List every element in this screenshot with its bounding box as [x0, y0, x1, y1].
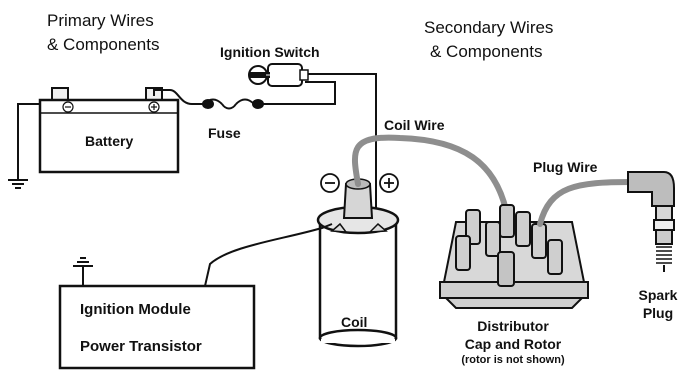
primary-wire-coil-to-module — [204, 223, 333, 287]
coil-label: Coil — [341, 314, 368, 330]
spark-plug-label-line-2: Plug — [642, 305, 674, 321]
plug-wire — [537, 179, 635, 227]
ignition-coil — [316, 178, 400, 348]
fuse — [202, 98, 264, 110]
secondary-header-line-1: Secondary Wires — [424, 18, 554, 37]
battery-label: Battery — [85, 133, 134, 149]
primary-wire-battery-to-switch — [153, 81, 336, 105]
power-transistor-label: Power Transistor — [80, 338, 202, 355]
distributor-note: (rotor is not shown) — [461, 354, 565, 366]
ignition-module-label: Ignition Module — [80, 301, 191, 318]
spark-plug-label-line-1: Spark — [638, 287, 678, 303]
ignition-module — [58, 284, 256, 370]
battery — [38, 87, 180, 174]
fuse-label: Fuse — [208, 125, 241, 141]
coil-wire — [351, 134, 511, 223]
distributor-cap — [439, 204, 589, 309]
ignition-switch-label: Ignition Switch — [220, 44, 320, 60]
distributor-label-line-1: Distributor — [477, 318, 549, 334]
module-ground-symbol — [73, 257, 93, 286]
spark-plug — [627, 171, 675, 272]
coil-polarity-markers — [320, 173, 399, 193]
distributor-label-line-2: Cap and Rotor — [464, 336, 562, 352]
coil-wire-label: Coil Wire — [384, 117, 445, 133]
secondary-header-line-2: & Components — [430, 42, 543, 61]
primary-header-line-2: & Components — [47, 35, 160, 54]
plug-wire-label: Plug Wire — [533, 159, 598, 175]
primary-header-line-1: Primary Wires — [47, 11, 154, 30]
ignition-switch — [248, 63, 309, 87]
primary-wire-switch-to-coil — [308, 73, 377, 208]
